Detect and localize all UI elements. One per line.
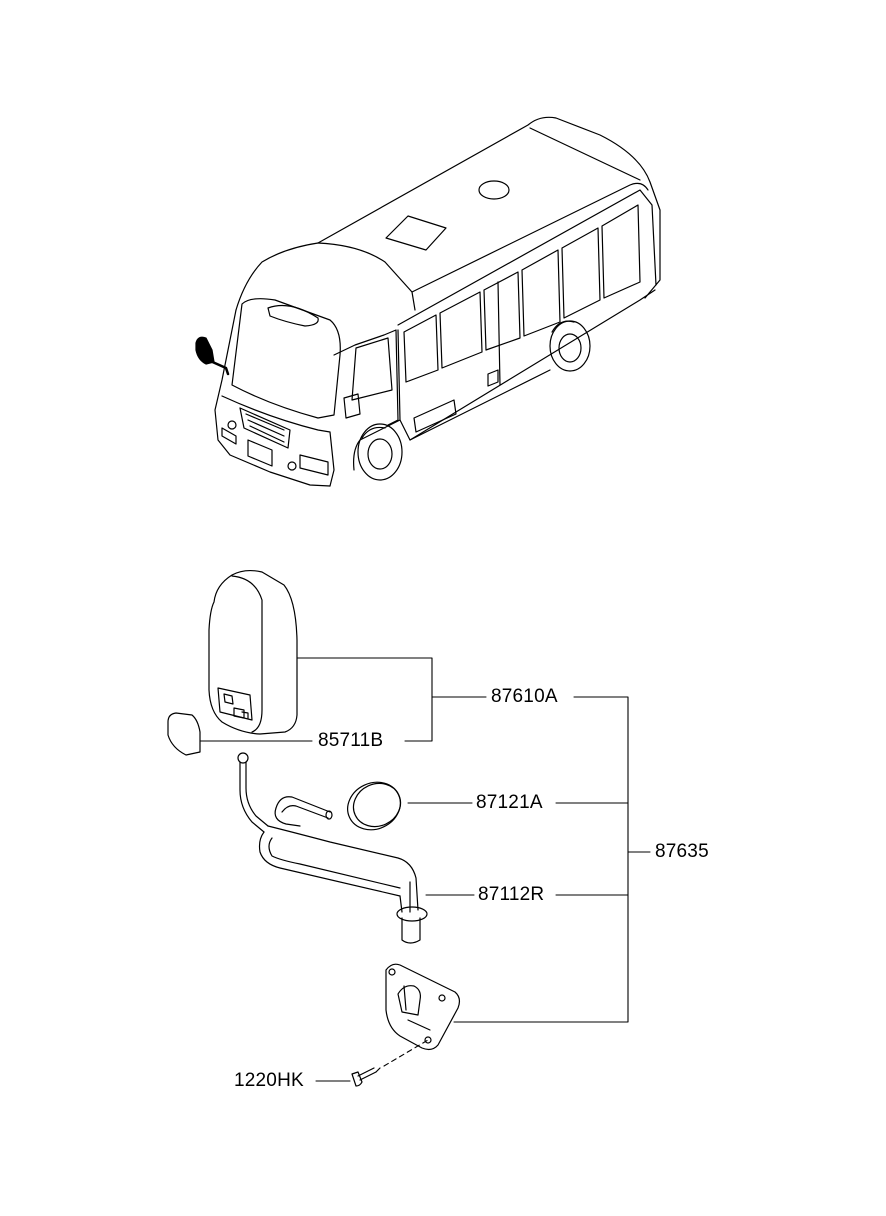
mounting-bracket-drawing — [386, 964, 459, 1049]
part-label-85711b[interactable]: 85711B — [318, 730, 384, 751]
part-label-87121a[interactable]: 87121A — [476, 792, 543, 813]
mirror-stay-drawing — [238, 753, 427, 943]
leader-lines — [200, 658, 650, 1081]
part-label-87635[interactable]: 87635 — [655, 841, 709, 862]
small-mirror-glass-drawing — [168, 713, 200, 755]
part-label-87112r[interactable]: 87112R — [478, 884, 545, 905]
round-mirror-drawing — [340, 774, 408, 839]
screw-drawing — [352, 1068, 380, 1086]
part-label-87610a[interactable]: 87610A — [491, 686, 558, 707]
minibus-illustration — [196, 117, 660, 486]
part-label-1220hk[interactable]: 1220HK — [234, 1070, 304, 1091]
mirror-assembly-drawing — [209, 571, 297, 734]
